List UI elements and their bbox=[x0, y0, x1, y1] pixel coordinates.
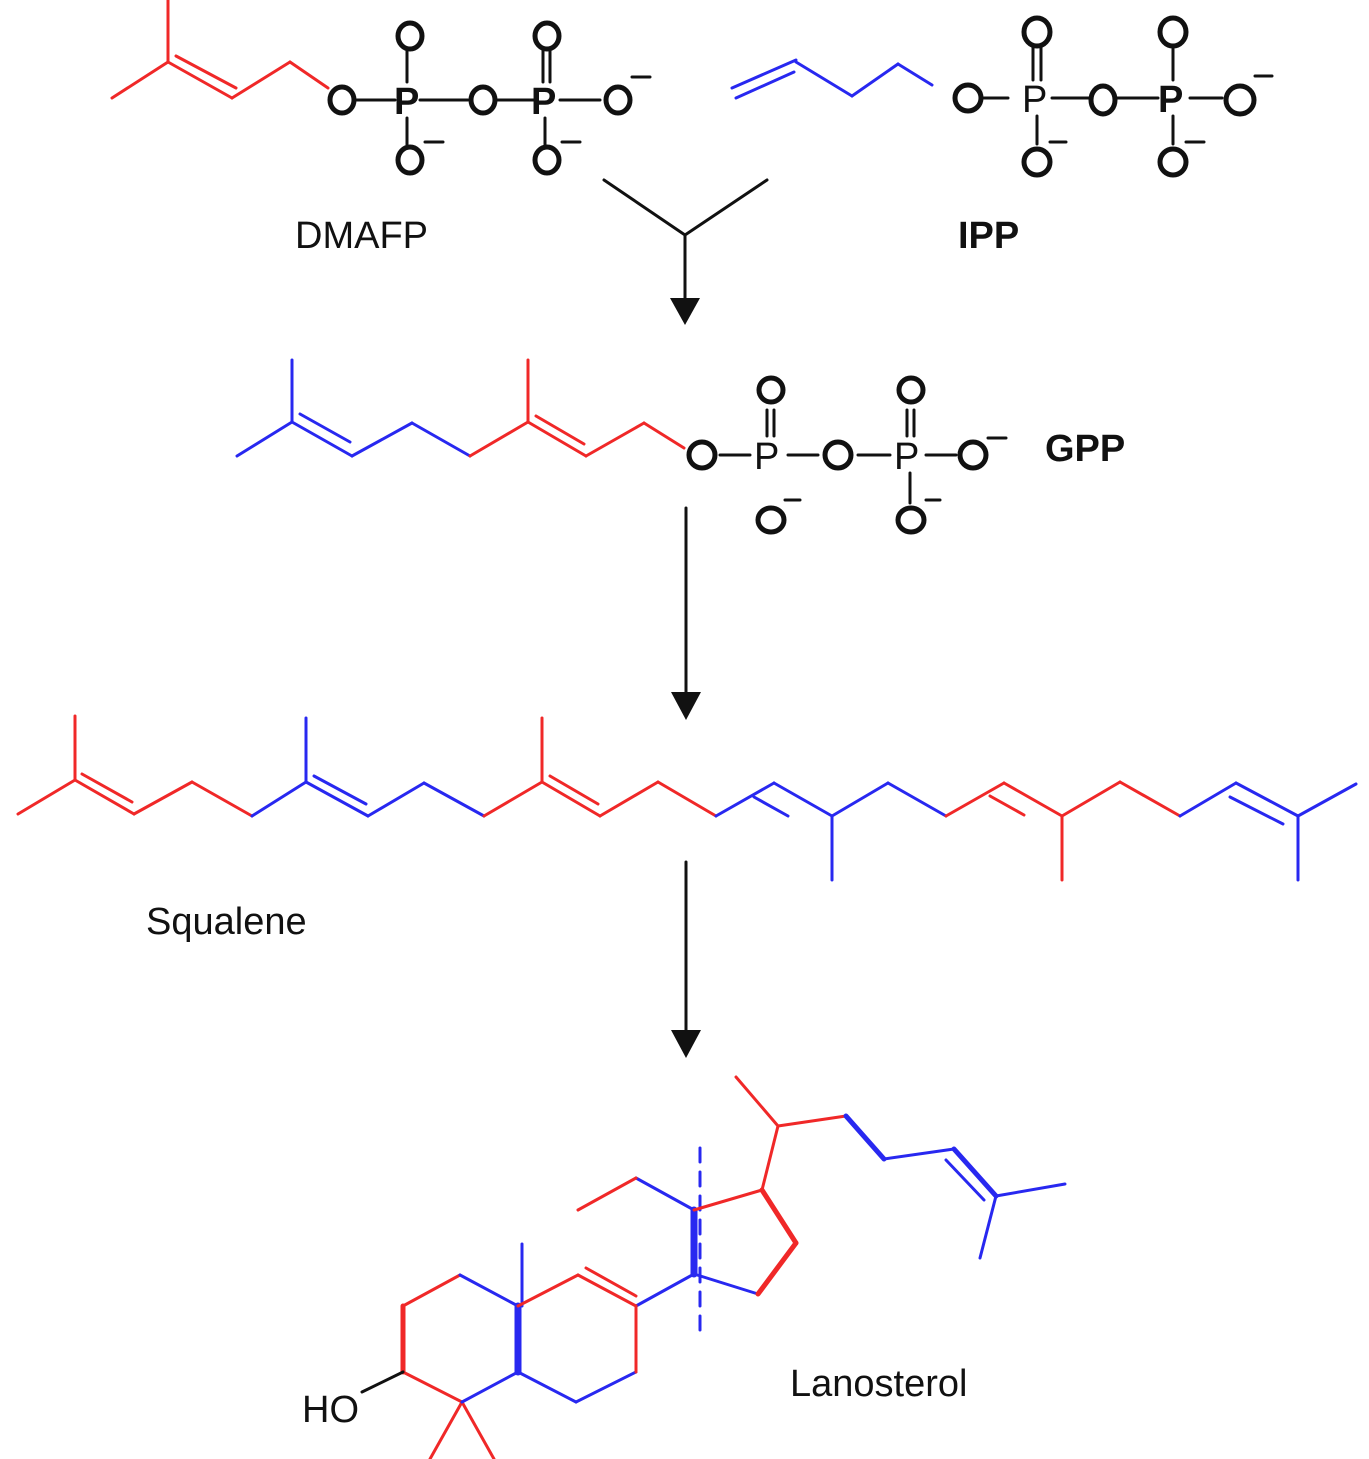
lanosterol-molecule: HO Lanosterol bbox=[302, 1075, 1067, 1459]
gpp-molecule: P P GPP bbox=[235, 358, 1125, 535]
hydroxyl-group: HO bbox=[302, 1389, 359, 1431]
phosphorus-atom: P bbox=[1022, 79, 1047, 121]
gpp-label: GPP bbox=[1045, 428, 1125, 470]
dmapp-label: DMAFP bbox=[295, 215, 428, 257]
phosphorus-atom: P bbox=[754, 436, 779, 478]
lanosterol-label: Lanosterol bbox=[790, 1363, 967, 1405]
dmapp-molecule: P P DMAFP bbox=[110, 0, 652, 257]
phosphorus-atom: P bbox=[531, 81, 556, 123]
phosphorus-atom: P bbox=[1158, 79, 1183, 121]
condensation-arrow bbox=[602, 178, 769, 325]
reaction-arrow bbox=[671, 860, 701, 1058]
ipp-label: IPP bbox=[958, 215, 1019, 257]
squalene-label: Squalene bbox=[146, 901, 307, 943]
squalene-molecule: Squalene bbox=[16, 714, 1358, 943]
reaction-arrow bbox=[671, 506, 701, 720]
phosphorus-atom: P bbox=[394, 81, 419, 123]
phosphorus-atom: P bbox=[894, 436, 919, 478]
ipp-molecule: P P IPP bbox=[730, 15, 1274, 257]
